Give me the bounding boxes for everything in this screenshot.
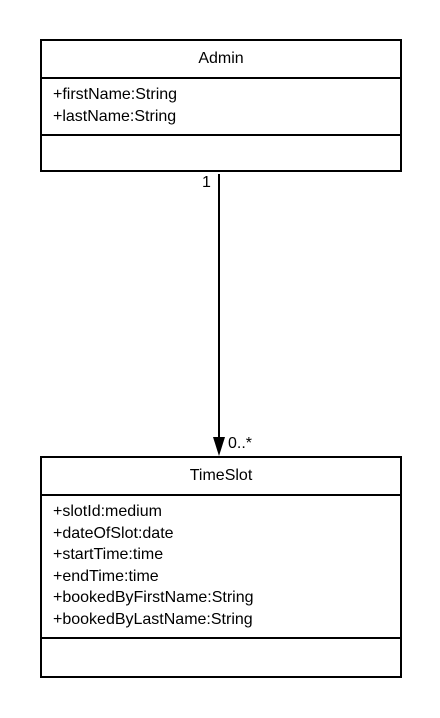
timeslot-methods [42,639,400,676]
attribute-slot-id: +slotId:medium [53,503,162,520]
timeslot-class-box[interactable]: TimeSlot +slotId:medium +dateOfSlot:date… [40,456,402,678]
attribute-start-time: +startTime:time [53,546,164,563]
timeslot-class-name: TimeSlot [42,458,400,496]
timeslot-attributes: +slotId:medium +dateOfSlot:date +startTi… [42,496,400,639]
attribute-booked-by-last-name: +bookedByLastName:String [53,610,253,628]
attribute-last-name: +lastName:String [53,107,177,125]
attribute-first-name: +firstName:String [53,86,178,103]
attribute-date-of-slot: +dateOfSlot:date [53,524,174,542]
admin-class-box[interactable]: Admin +firstName:String +lastName:String [40,39,402,172]
attribute-end-time: +endTime:time [53,567,159,585]
arrowhead [213,437,225,456]
target-multiplicity: 0..* [228,435,253,452]
attribute-booked-by-first-name: +bookedByFirstName:String [53,589,254,606]
admin-class-name: Admin [42,41,400,79]
source-multiplicity: 1 [202,174,211,191]
admin-attributes: +firstName:String +lastName:String [42,79,400,136]
